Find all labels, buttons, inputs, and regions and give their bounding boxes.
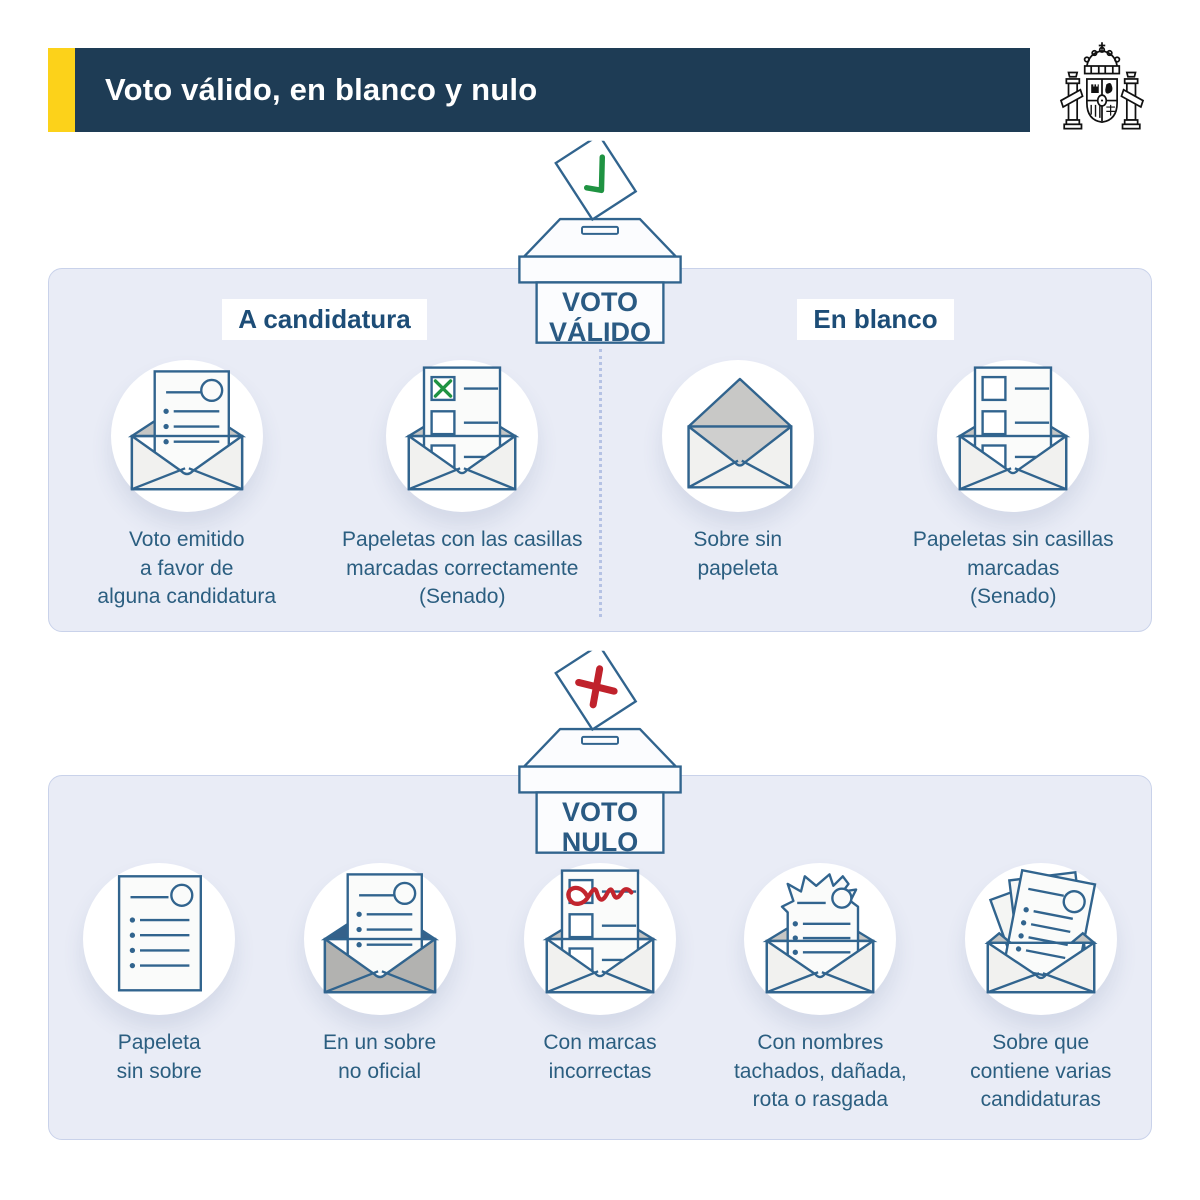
spain-coat-of-arms-icon [1059, 42, 1145, 130]
null-ballot-box: VOTO NULO [510, 650, 690, 858]
item-caption: Papeletas con las casillas marcadas corr… [342, 528, 583, 609]
list-item: Sobre que contiene varias candidaturas [931, 863, 1151, 1115]
ballot-box-cross-icon [518, 650, 682, 854]
item-caption: Sobre que contiene varias candidaturas [970, 1031, 1112, 1112]
null-box-label: VOTO NULO [561, 797, 639, 858]
item-caption: Papeletas sin casillas marcadas (Senado) [912, 528, 1114, 609]
group-a-candidatura: A candidatura [49, 269, 600, 631]
item-caption: Voto emitido a favor de alguna candidatu… [97, 528, 277, 609]
envelope-ballot-scribble-icon [523, 863, 676, 1015]
valid-box-label: VOTO VÁLIDO [548, 287, 651, 348]
envelope-empty-open-icon [661, 360, 814, 512]
envelope-unofficial-icon [303, 863, 456, 1015]
green-check-icon [583, 154, 606, 194]
valid-ballot-box: VOTO VÁLIDO [510, 140, 690, 348]
page-title: Voto válido, en blanco y nulo [105, 72, 538, 107]
list-item: Sobre sin papeleta [600, 360, 876, 612]
list-item: Papeletas sin casillas marcadas (Senado) [876, 360, 1152, 612]
dotted-divider [599, 349, 602, 617]
list-item: Voto emitido a favor de alguna candidatu… [49, 360, 325, 612]
group-heading: A candidatura [222, 299, 427, 340]
red-cross-icon [575, 665, 618, 709]
header-accent-bar [48, 48, 75, 132]
envelope-ballot-torn-icon [744, 863, 897, 1015]
item-caption: Con marcas incorrectas [543, 1031, 657, 1083]
list-item: Papeletas con las casillas marcadas corr… [325, 360, 601, 612]
ballot-box-check-icon [518, 140, 682, 344]
item-caption: En un sobre no oficial [322, 1031, 437, 1083]
red-scribble-icon [566, 885, 634, 906]
list-item: Con nombres tachados, dañada, rota o ras… [710, 863, 930, 1115]
envelope-multiple-ballots-icon [964, 863, 1117, 1015]
envelope-ballot-checked-icon [386, 360, 539, 512]
header-bar: Voto válido, en blanco y nulo [75, 48, 1030, 132]
group-en-blanco: En blanco Sobre sin papeleta [600, 269, 1151, 631]
ballot-paper-icon [83, 863, 236, 1015]
envelope-ballot-unchecked-icon [937, 360, 1090, 512]
list-item: En un sobre no oficial [269, 863, 489, 1115]
list-item: Papeleta sin sobre [49, 863, 269, 1115]
item-caption: Sobre sin papeleta [693, 528, 783, 580]
list-item: Con marcas incorrectas [490, 863, 710, 1115]
null-panel: Papeleta sin sobre [48, 775, 1152, 1140]
item-caption: Con nombres tachados, dañada, rota o ras… [733, 1031, 907, 1112]
item-caption: Papeleta sin sobre [116, 1031, 202, 1083]
envelope-open-ballot-icon [110, 360, 263, 512]
group-heading: En blanco [797, 299, 954, 340]
